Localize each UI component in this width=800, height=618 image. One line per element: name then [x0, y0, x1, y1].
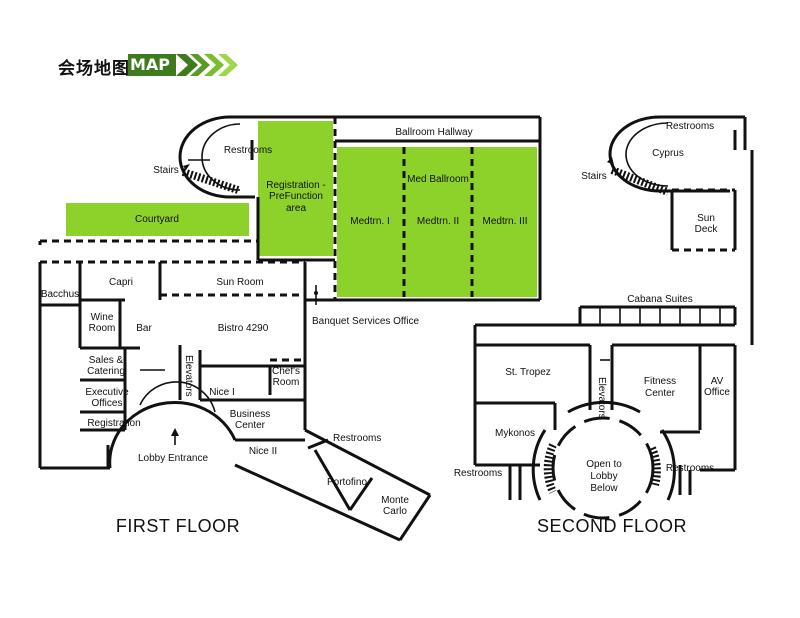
sun-deck-label-1: Sun — [697, 213, 715, 224]
lobby-entrance-label: Lobby Entrance — [138, 453, 208, 464]
restrooms-left-label: Restrooms — [454, 468, 502, 479]
first-floor-plan: Restrooms Stairs Registration - PreFunct… — [38, 115, 542, 542]
medtrn-3-label: Medtrn. III — [482, 216, 527, 227]
business-center-label-1: Business — [230, 409, 271, 420]
chefs-room-label-2: Room — [273, 377, 300, 388]
map-title-badge: MAP — [128, 54, 176, 76]
restrooms-top-label: Restrooms — [224, 145, 272, 156]
nice-2-label: Nice II — [249, 446, 277, 457]
map-title-chinese: 会场地图 — [58, 59, 130, 79]
capri-label: Capri — [109, 277, 133, 288]
open-to-lobby-label-1: Open to — [586, 459, 622, 470]
registration-label: Registration — [87, 418, 140, 429]
executive-offices-label-2: Offices — [92, 398, 123, 409]
first-floor-title: FIRST FLOOR — [116, 516, 240, 536]
registration-prefunction-area[interactable] — [258, 121, 333, 256]
st-tropez-label: St. Tropez — [505, 367, 551, 378]
wine-room-label-2: Room — [89, 323, 116, 334]
stripes-decoration-icon — [176, 54, 238, 76]
medtrn-2-label: Medtrn. II — [417, 216, 459, 227]
registration-prefunction-label-3: area — [286, 203, 306, 214]
banquet-services-label: Banquet Services Office — [312, 316, 420, 327]
fitness-center-label-2: Center — [645, 388, 676, 399]
med-ballroom-label: Med Ballroom — [407, 174, 469, 185]
cyprus-label: Cyprus — [652, 148, 684, 159]
bistro-label: Bistro 4290 — [218, 323, 269, 334]
stairs-2-label: Stairs — [581, 171, 607, 182]
second-floor-title: SECOND FLOOR — [537, 516, 687, 536]
sales-catering-label-1: Sales & — [89, 355, 124, 366]
elevators-label: Elevators — [183, 355, 194, 397]
portofino-label: Portofino — [327, 477, 367, 488]
executive-offices-label-1: Executive — [85, 387, 129, 398]
second-floor-plan: Restrooms Cyprus Stairs Sun Deck Cabana … — [454, 115, 754, 536]
business-center-label-2: Center — [235, 420, 266, 431]
open-to-lobby-label-2: Lobby — [590, 471, 617, 482]
registration-prefunction-label-1: Registration - — [266, 180, 325, 191]
map-title-english: MAP — [130, 55, 171, 74]
monte-carlo-label-1: Monte — [381, 495, 409, 506]
mykonos-label: Mykonos — [495, 428, 535, 439]
av-office-label-2: Office — [704, 387, 730, 398]
bacchus-label: Bacchus — [41, 289, 79, 300]
elevators-2-label: Elevators — [596, 377, 607, 419]
av-office-label-1: AV — [711, 376, 724, 387]
open-to-lobby-label-3: Below — [590, 483, 618, 494]
nice-1-label: Nice I — [209, 387, 235, 398]
bar-label: Bar — [136, 323, 152, 334]
ballroom-hallway-label: Ballroom Hallway — [395, 127, 472, 138]
sales-catering-label-2: Catering — [87, 366, 125, 377]
wine-room-label-1: Wine — [91, 312, 114, 323]
registration-prefunction-label-2: PreFunction — [269, 191, 323, 202]
courtyard-area[interactable] — [66, 203, 249, 236]
restrooms-bottom-label: Restrooms — [333, 433, 381, 444]
fitness-center-label-1: Fitness — [644, 376, 676, 387]
courtyard-label: Courtyard — [135, 214, 179, 225]
stairs-label: Stairs — [153, 165, 179, 176]
med-ballroom-area[interactable] — [337, 147, 537, 297]
sun-room-label: Sun Room — [216, 277, 263, 288]
chefs-room-label-1: Chef's — [272, 366, 300, 377]
restrooms-right-label: Restrooms — [666, 463, 714, 474]
restrooms-top-2-label: Restrooms — [666, 121, 714, 132]
medtrn-1-label: Medtrn. I — [350, 216, 389, 227]
sun-deck-label-2: Deck — [695, 224, 719, 235]
monte-carlo-label-2: Carlo — [383, 506, 407, 517]
cabana-suites-label: Cabana Suites — [627, 294, 693, 305]
